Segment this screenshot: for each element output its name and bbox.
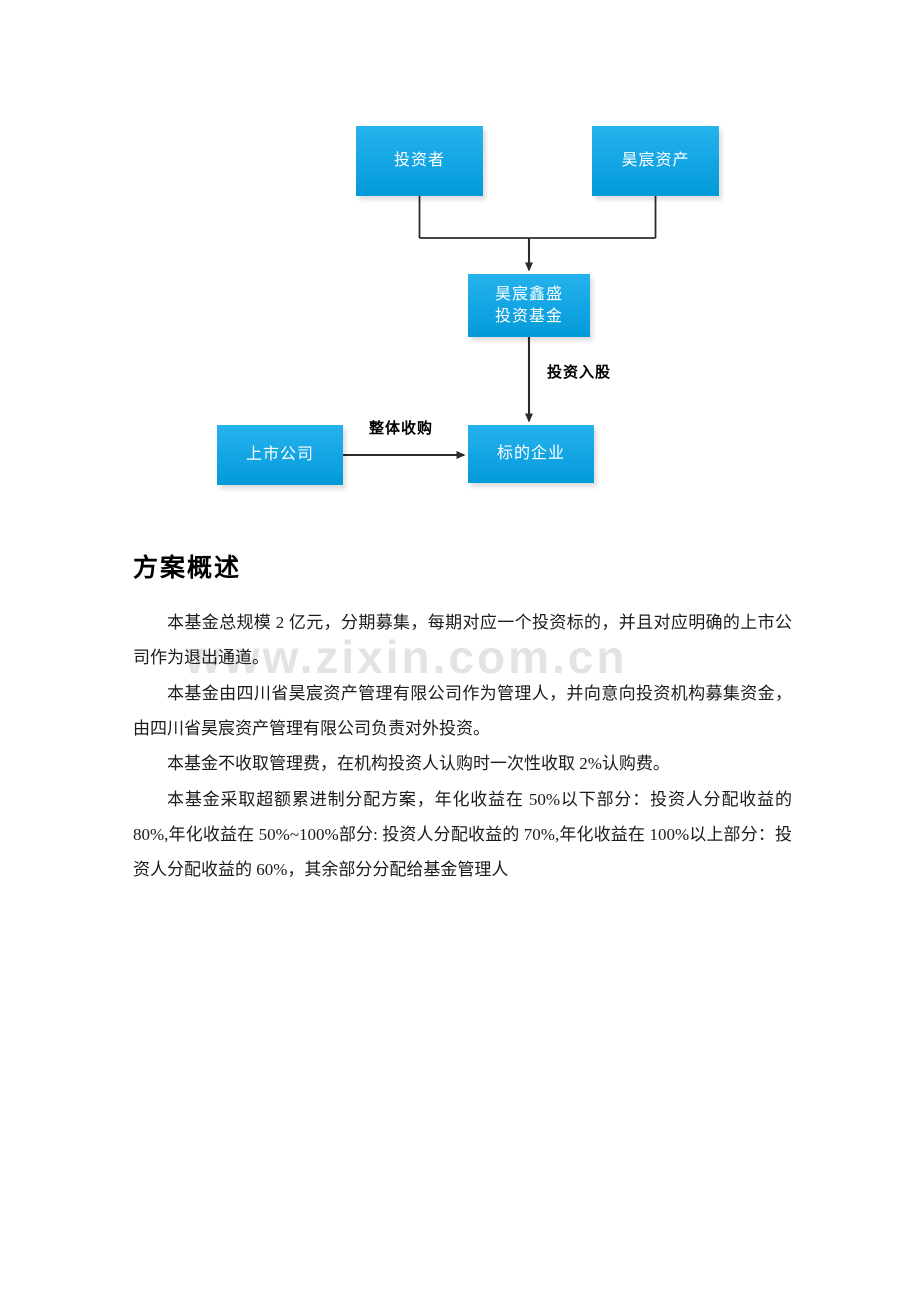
node-investor[interactable]: 投资者	[356, 126, 483, 196]
section-heading: 方案概述	[133, 555, 242, 582]
node-fund-label-line2: 投资基金	[494, 307, 563, 325]
node-target-enterprise[interactable]: 标的企业	[468, 425, 594, 483]
paragraph: 本基金总规模 2 亿元，分期募集，每期对应一个投资标的，并且对应明确的上市公司作…	[133, 613, 792, 667]
diagram-connectors	[343, 196, 657, 459]
node-haochen-xinsheng-fund[interactable]: 昊宸鑫盛 投资基金	[468, 274, 590, 337]
article-body: 本基金总规模 2 亿元，分期募集，每期对应一个投资标的，并且对应明确的上市公司作…	[0, 584, 920, 888]
paragraph: 本基金采取超额累进制分配方案，年化收益在 50%以下部分：投资人分配收益的 80…	[133, 790, 792, 879]
organization-flow-diagram: 投资者 昊宸资产 昊宸鑫盛 投资基金 上市公司 标的企业 投资入股 整体收购	[0, 0, 920, 520]
node-investor-label: 投资者	[393, 152, 445, 170]
paragraph: 本基金由四川省昊宸资产管理有限公司作为管理人，并向意向投资机构募集资金，由四川省…	[133, 683, 792, 738]
paragraph: 本基金不收取管理费，在机构投资人认购时一次性收取 2%认购费。	[167, 754, 670, 774]
edge-label-whole-acquisition: 整体收购	[369, 421, 434, 437]
node-listed-company-label: 上市公司	[245, 446, 314, 464]
node-listed-company[interactable]: 上市公司	[217, 425, 343, 485]
node-haochen-asset[interactable]: 昊宸资产	[592, 126, 719, 196]
node-target-enterprise-label: 标的企业	[496, 445, 565, 463]
article-section: 方案概述 本基金总规模 2 亿元，分期募集，每期对应一个投资标的，并且对应明确的…	[0, 520, 920, 889]
edge-label-invest-shares: 投资入股	[547, 365, 612, 381]
node-haochen-asset-label: 昊宸资产	[621, 152, 690, 170]
node-fund-label-line1: 昊宸鑫盛	[494, 285, 563, 303]
